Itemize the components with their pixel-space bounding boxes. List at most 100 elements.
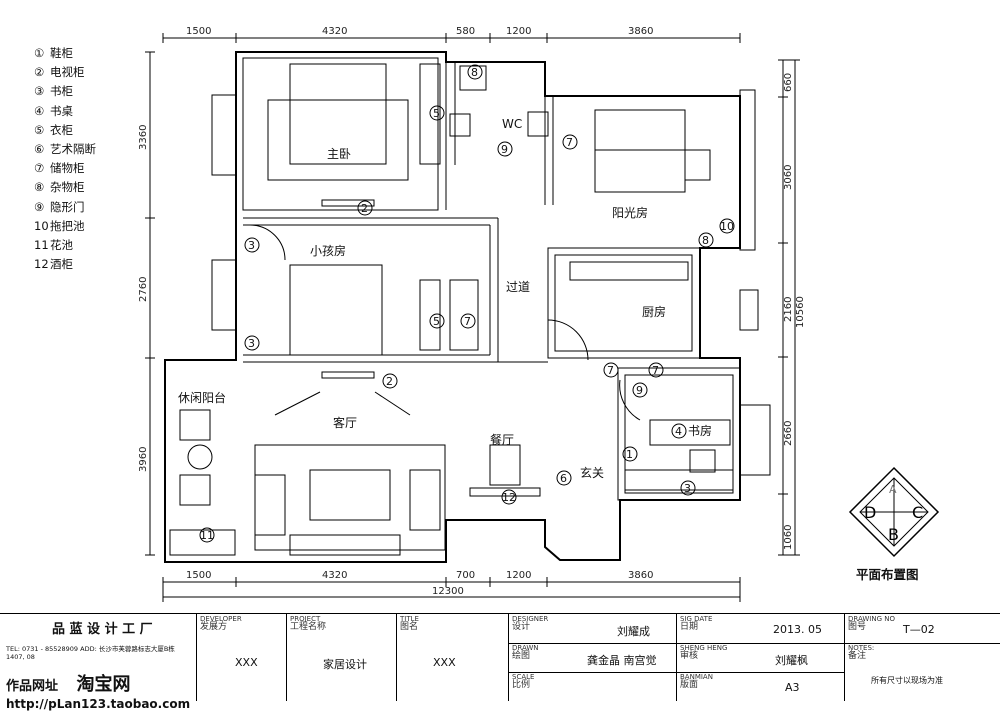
notes-cn: 备注 [848, 651, 867, 661]
legend-number: ② [34, 65, 45, 80]
sigdate-cn: 日期 [680, 622, 699, 632]
scale-cn: 比例 [512, 680, 531, 690]
marker-4: 4 [675, 425, 682, 438]
developer-en: DEVELOPER [200, 615, 242, 623]
dim-right-4: 1060 [783, 525, 794, 550]
legend-number: ⑤ [34, 122, 45, 137]
room-labels: 主卧 小孩房 阳光房 WC 过道 厨房 休闲阳台 客厅 餐厅 玄关 书房 [178, 117, 712, 480]
drawingno-en: DRAWING NO [848, 615, 895, 623]
legend-text: 书桌 [50, 103, 73, 118]
site-url[interactable]: http://pLan123.taobao.com [6, 697, 191, 711]
legend-number: ⑦ [34, 161, 45, 176]
marker-2a: 2 [361, 202, 368, 215]
compass-d: D [864, 503, 876, 522]
dim-top-3: 1200 [506, 26, 531, 37]
sigdate-value: 2013. 05 [773, 623, 822, 636]
drawn-value: 龚金晶 南宫觉 [587, 654, 657, 667]
legend-text: 衣柜 [50, 122, 73, 137]
company-contact: TEL: 0731 - 85528909 ADD: 长沙市芙蓉路标志大厦B栋14… [6, 645, 175, 661]
dim-bottom-2: 700 [456, 570, 475, 581]
legend-text: 电视柜 [50, 65, 85, 80]
compass-c: C [912, 503, 923, 522]
dim-top-2: 580 [456, 26, 475, 37]
designer-en: DESIGNER [512, 615, 549, 623]
drawn-en: DRAWN [512, 644, 539, 652]
marker-5b: 5 [433, 315, 440, 328]
room-sun: 阳光房 [612, 205, 648, 220]
sigdate-en: SIG DATE [680, 615, 713, 623]
room-kids: 小孩房 [310, 243, 346, 258]
legend-item: 11花池 [34, 236, 96, 255]
marker-2b: 2 [386, 375, 393, 388]
scale-en: SCALE [512, 673, 535, 681]
marker-3b: 3 [248, 337, 255, 350]
drawingno-cn: 图号 [848, 622, 867, 632]
dim-right-3: 2660 [783, 421, 794, 446]
legend-number: ⑥ [34, 142, 45, 157]
room-corridor: 过道 [506, 280, 530, 294]
room-study: 书房 [688, 423, 712, 438]
legend-number: ① [34, 46, 45, 60]
dim-bottom-3: 1200 [506, 570, 531, 581]
legend-text: 拖把池 [50, 218, 85, 233]
marker-7b: 7 [464, 315, 471, 328]
marker-9b: 9 [636, 384, 643, 397]
legend-text: 花池 [50, 238, 73, 253]
room-balcony: 休闲阳台 [178, 390, 226, 405]
title-en: TITLE [400, 615, 419, 623]
check-cn: 审核 [680, 651, 699, 661]
site-brand: 淘宝网 [76, 674, 131, 695]
legend-number: 11 [34, 238, 49, 253]
company-block: 品 蓝 设 计 工 厂 TEL: 0731 - 85528909 ADD: 长沙… [6, 618, 192, 711]
legend-text: 鞋柜 [50, 46, 73, 60]
dimension-labels: 1500 4320 580 1200 3860 1500 4320 700 12… [138, 26, 806, 597]
dim-right-0: 660 [783, 73, 794, 92]
banmian-cn: 版面 [680, 680, 699, 690]
room-wc: WC [502, 117, 522, 131]
legend-text: 艺术隔断 [50, 142, 96, 157]
legend-number: 10 [34, 218, 49, 233]
marker-7d: 7 [652, 364, 659, 377]
legend-item: ⑤ 衣柜 [34, 121, 96, 140]
marker-1: 1 [626, 448, 633, 461]
dim-left-1: 2760 [138, 277, 149, 302]
marker-3a: 3 [248, 239, 255, 252]
notes-value: 所有尺寸以现场为准 [871, 676, 943, 685]
developer-cn: 发展方 [200, 622, 228, 632]
marker-3c: 3 [684, 482, 691, 495]
room-foyer: 玄关 [580, 465, 604, 480]
top-dim-ticks [162, 33, 741, 43]
title-block: 品 蓝 设 计 工 厂 TEL: 0731 - 85528909 ADD: 长沙… [0, 613, 1000, 711]
dim-top-0: 1500 [186, 26, 211, 37]
drawn-cn: 绘图 [512, 651, 531, 661]
designer-value: 刘耀成 [617, 625, 650, 638]
site-label: 作品网址 [6, 679, 59, 694]
marker-11: 11 [200, 529, 214, 542]
legend-item: ① 鞋柜 [34, 44, 96, 63]
banmian-en: BANMIAN [680, 673, 713, 681]
marker-7a: 7 [566, 136, 573, 149]
designer-cn: 设计 [512, 622, 531, 632]
compass-b: B [888, 525, 899, 544]
developer-value: XXX [235, 656, 258, 669]
markers: 2 5 8 9 7 3 3 5 7 2 10 8 7 7 9 4 1 3 6 1… [199, 64, 735, 543]
marker-5a: 5 [433, 107, 440, 120]
banmian-value: A3 [785, 681, 800, 694]
dim-right-total: 10560 [795, 296, 806, 328]
legend-item: 12酒柜 [34, 255, 96, 274]
title-cn: 图名 [400, 622, 419, 632]
legend-text: 书柜 [50, 84, 73, 99]
dim-left-0: 3360 [138, 125, 149, 150]
room-master: 主卧 [327, 147, 351, 161]
legend-number: ⑧ [34, 180, 45, 195]
company-name: 品 蓝 设 计 工 厂 [52, 622, 153, 637]
legend-number: ④ [34, 103, 45, 118]
room-living: 客厅 [333, 415, 357, 430]
